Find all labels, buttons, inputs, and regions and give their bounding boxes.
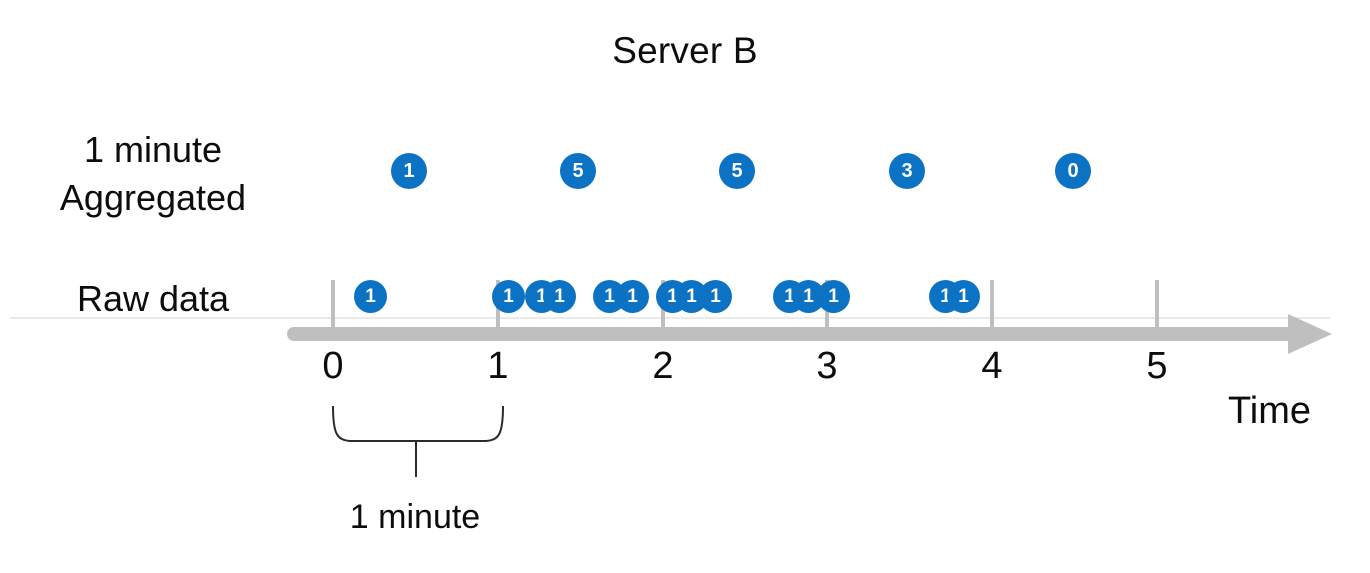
aggregated-marker-2: 5: [719, 153, 755, 189]
gridline-tick-5: [1155, 280, 1159, 330]
raw-marker-3: 1: [543, 280, 576, 313]
raw-row-baseline: [10, 317, 1330, 319]
raw-marker-1: 1: [492, 280, 525, 313]
time-axis-arrowhead-icon: [1288, 314, 1332, 354]
tick-label-1: 1: [487, 345, 509, 387]
aggregated-marker-3: 3: [889, 153, 925, 189]
row-label-raw: Raw data: [76, 278, 230, 319]
time-axis-shaft: [287, 327, 1297, 341]
aggregated-marker-1: 5: [560, 153, 596, 189]
aggregated-marker-0: 1: [391, 153, 427, 189]
tick-label-5: 5: [1146, 345, 1168, 387]
raw-marker-0: 1: [354, 280, 387, 313]
raw-marker-13: 1: [947, 280, 980, 313]
raw-marker-8: 1: [699, 280, 732, 313]
tick-label-3: 3: [816, 345, 838, 387]
row-label-aggregated: 1 minute Aggregated: [59, 129, 247, 218]
brace-icon: [332, 405, 504, 477]
chart-title: Server B: [612, 30, 758, 71]
tick-label-4: 4: [981, 345, 1003, 387]
raw-marker-11: 1: [817, 280, 850, 313]
raw-marker-5: 1: [616, 280, 649, 313]
tick-label-0: 0: [322, 345, 344, 387]
axis-name-time: Time: [1228, 390, 1312, 432]
one-minute-brace: [320, 400, 520, 480]
tick-label-2: 2: [652, 345, 674, 387]
aggregated-marker-4: 0: [1055, 153, 1091, 189]
gridline-tick-4: [990, 280, 994, 330]
gridline-tick-0: [331, 280, 335, 330]
brace-caption: 1 minute: [349, 498, 481, 536]
